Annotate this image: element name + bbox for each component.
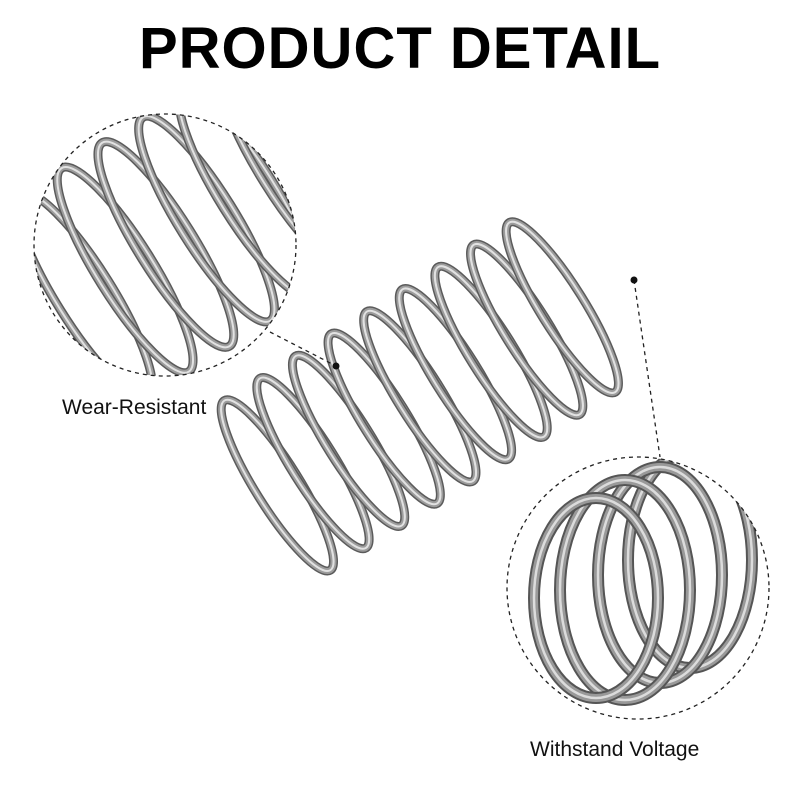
- spring-coil-zoomed: [137, 115, 276, 323]
- spring-coil: [291, 354, 406, 528]
- spring-coil: [289, 352, 408, 530]
- spring-coil: [255, 376, 371, 550]
- spring-coil: [220, 398, 335, 572]
- spring-coil: [253, 374, 373, 552]
- spring-coil: [287, 350, 410, 531]
- spring-coil-zoomed: [56, 166, 195, 374]
- spring-coil: [398, 287, 513, 461]
- spring-coil: [252, 373, 374, 554]
- spring-coil: [433, 265, 549, 439]
- spring-coil: [218, 396, 337, 574]
- spring-coil: [216, 395, 339, 576]
- callout-label-withstand-voltage: Withstand Voltage: [530, 738, 700, 761]
- spring-coil: [359, 306, 481, 487]
- spring-end-ring: [532, 496, 660, 700]
- spring-coil: [503, 218, 622, 396]
- spring-coil: [327, 332, 442, 506]
- spring-coil: [325, 330, 444, 508]
- leader-line-wear: [269, 331, 340, 370]
- spring-coil: [431, 263, 551, 441]
- spring-coil: [396, 285, 515, 463]
- spring-coil: [467, 240, 586, 419]
- spring-coil: [505, 220, 620, 394]
- spring-end-ring: [558, 478, 692, 702]
- main-spring: [216, 217, 623, 576]
- spring-coil: [501, 217, 623, 398]
- zoom-circle-voltage: [506, 456, 770, 720]
- spring-coil: [430, 261, 552, 442]
- spring-coil: [323, 328, 445, 509]
- spring-coil: [465, 239, 588, 420]
- spring-coil: [362, 309, 478, 483]
- spring-coil: [360, 307, 480, 485]
- spring-coil: [394, 284, 517, 465]
- callout-label-wear-resistant: Wear-Resistant: [62, 396, 207, 419]
- spring-coil-zoomed: [96, 140, 235, 349]
- spring-coil: [469, 242, 584, 417]
- zoom-circle-wear: [12, 64, 346, 403]
- leader-line-voltage: [630, 276, 661, 458]
- page-title: PRODUCT DETAIL: [138, 16, 661, 81]
